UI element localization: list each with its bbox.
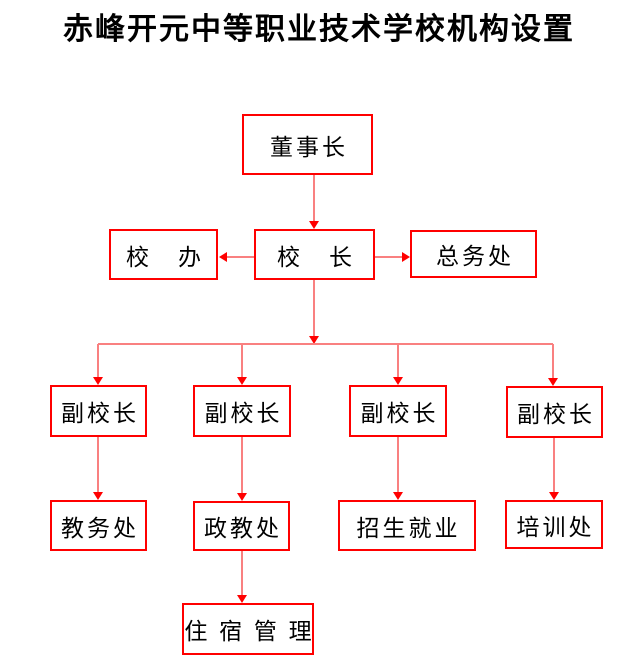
edge-bar-vice2 bbox=[237, 344, 247, 385]
edge-principal-general-affairs bbox=[375, 252, 410, 262]
edge-principal-school-office bbox=[219, 252, 254, 262]
edge-bar-vice3 bbox=[393, 344, 403, 385]
node-chairman-label: 董事长 bbox=[270, 134, 348, 160]
node-training-office-label: 培训处 bbox=[516, 514, 595, 540]
node-accommodation-management: 住 宿 管 理 bbox=[182, 603, 314, 655]
edge-principal-bar bbox=[309, 280, 319, 344]
node-school-office: 校 办 bbox=[109, 229, 218, 280]
node-principal-label: 校 长 bbox=[277, 244, 355, 270]
node-political-education: 政教处 bbox=[193, 501, 290, 551]
node-school-office-label: 校 办 bbox=[126, 244, 204, 270]
node-general-affairs: 总务处 bbox=[410, 230, 537, 278]
edge-vice2-political bbox=[237, 437, 247, 501]
node-vice-principal-1-label: 副校长 bbox=[61, 401, 139, 426]
node-vice-principal-1: 副校长 bbox=[50, 385, 147, 437]
node-vice-principal-4-label: 副校长 bbox=[517, 402, 595, 427]
edge-vice1-academic bbox=[93, 437, 103, 500]
node-admissions-employment-label: 招生就业 bbox=[356, 515, 461, 541]
node-vice-principal-4: 副校长 bbox=[506, 386, 603, 438]
node-vice-principal-3-label: 副校长 bbox=[360, 401, 439, 426]
edge-bar-vice1 bbox=[93, 344, 103, 385]
page-title: 赤峰开元中等职业技术学校机构设置 bbox=[63, 13, 575, 46]
node-accommodation-management-label: 住 宿 管 理 bbox=[184, 619, 315, 644]
node-principal: 校 长 bbox=[254, 229, 375, 280]
node-general-affairs-label: 总务处 bbox=[436, 244, 514, 269]
node-chairman: 董事长 bbox=[242, 114, 373, 175]
edge-chairman-principal bbox=[309, 175, 319, 229]
edge-vice4-training bbox=[549, 438, 559, 500]
edge-political-accommodation bbox=[237, 551, 247, 603]
edge-bar-vice4 bbox=[548, 344, 558, 386]
node-political-education-label: 政教处 bbox=[204, 516, 282, 541]
node-vice-principal-2-label: 副校长 bbox=[204, 401, 283, 426]
node-vice-principal-3: 副校长 bbox=[349, 385, 447, 437]
node-academic-affairs-label: 教务处 bbox=[61, 515, 139, 541]
node-academic-affairs: 教务处 bbox=[50, 500, 147, 551]
node-admissions-employment: 招生就业 bbox=[338, 500, 476, 551]
node-training-office: 培训处 bbox=[505, 500, 603, 549]
edge-vice3-admissions bbox=[393, 437, 403, 500]
node-vice-principal-2: 副校长 bbox=[193, 385, 291, 437]
